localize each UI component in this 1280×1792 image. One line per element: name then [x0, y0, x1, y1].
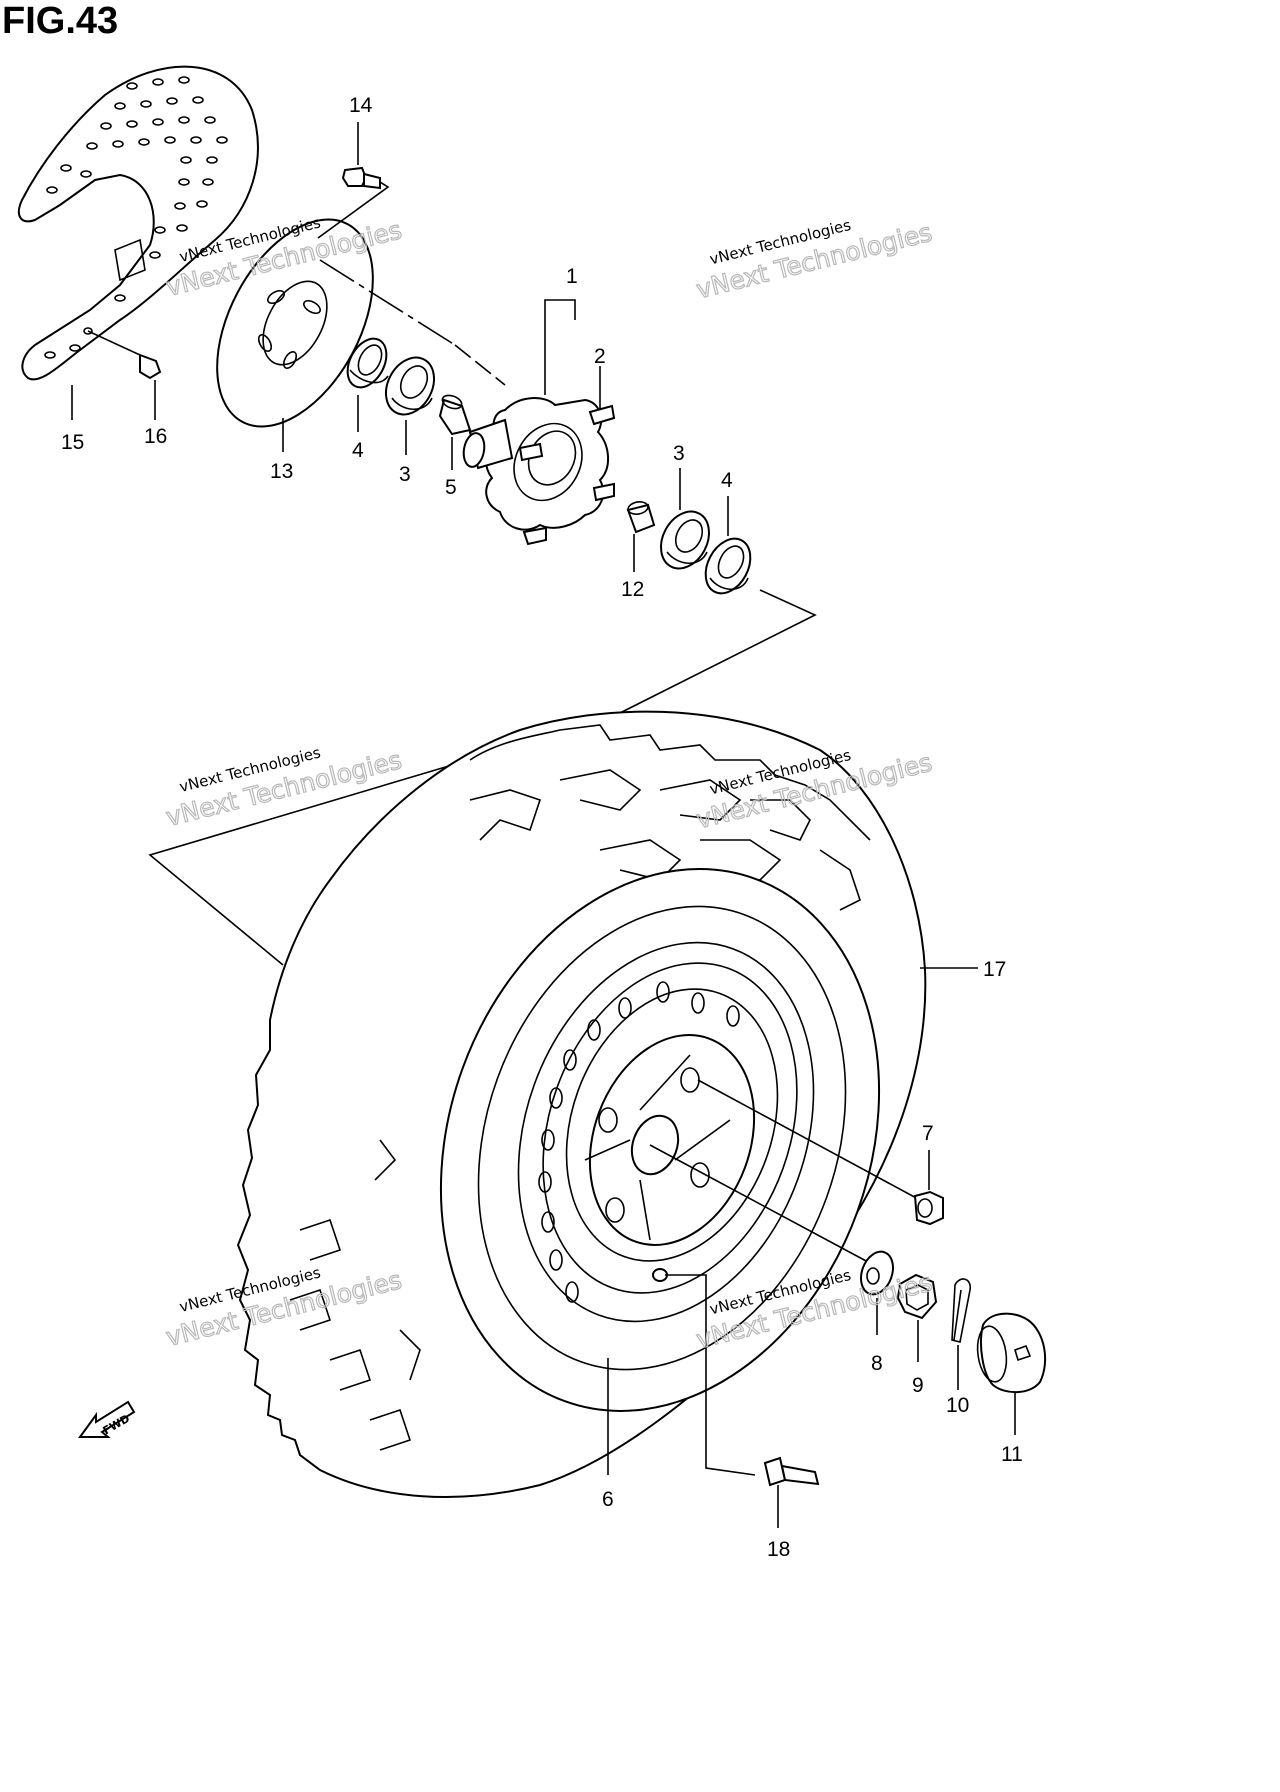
cotter-pin-part-10: [951, 1278, 971, 1343]
callout-3-right: 3: [673, 442, 685, 465]
callout-9: 9: [912, 1374, 924, 1397]
wheel-rim-part-6: [439, 868, 881, 1475]
callout-14: 14: [349, 94, 373, 117]
callout-12: 12: [621, 578, 644, 601]
callout-10: 10: [946, 1394, 969, 1417]
bolt-part-16: [87, 330, 162, 380]
callout-8: 8: [871, 1352, 883, 1375]
bolt-part-14: [317, 166, 390, 239]
callout-11: 11: [1001, 1443, 1023, 1466]
bearing-part-3-left: [385, 356, 435, 416]
spacer-part-12: [626, 501, 656, 534]
callout-4-left: 4: [352, 439, 364, 462]
callout-18: 18: [767, 1538, 790, 1561]
castle-nut-part-9: [896, 1273, 938, 1320]
bearing-part-4-left: [346, 337, 389, 389]
callout-17: 17: [983, 958, 1006, 981]
callout-3-left: 3: [399, 463, 411, 486]
callout-1: 1: [566, 265, 578, 288]
brake-guard-part-15: [17, 65, 259, 381]
wheel-hub-part-1: [462, 299, 616, 546]
spacer-part-5: [438, 394, 472, 436]
callout-6: 6: [602, 1488, 614, 1511]
callout-13: 13: [270, 460, 293, 483]
wheel-nut-part-7: [913, 1190, 944, 1226]
callout-4-right: 4: [721, 469, 733, 492]
callout-2: 2: [594, 345, 606, 368]
forward-arrow-icon: FWD: [78, 1400, 136, 1438]
callout-7: 7: [922, 1122, 934, 1145]
valve-part-18: [763, 1456, 820, 1528]
bearing-part-3-right: [660, 510, 710, 570]
callout-5: 5: [445, 476, 457, 499]
washer-part-8: [860, 1250, 894, 1296]
figure-title: FIG.43: [2, 0, 119, 42]
bearing-part-4-right: [704, 537, 752, 595]
hub-cap-part-11: [976, 1312, 1047, 1435]
callout-16: 16: [144, 425, 167, 448]
callout-15: 15: [61, 431, 84, 454]
brake-disc-part-13: [216, 218, 374, 428]
watermark-top-right: vNext Technologies vNext Technologies: [693, 216, 936, 305]
